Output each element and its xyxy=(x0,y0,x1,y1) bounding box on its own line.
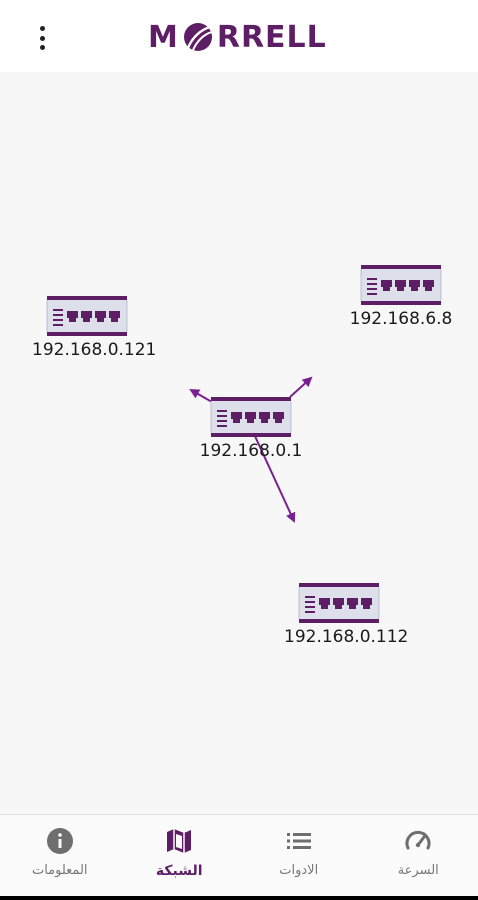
network-device[interactable]: 192.168.0.1 xyxy=(196,397,306,461)
logo-mark-icon xyxy=(183,23,213,51)
edge-to-192-168-0-121 xyxy=(189,389,213,403)
nav-tools[interactable]: الادوات xyxy=(239,815,359,897)
list-icon xyxy=(286,833,311,849)
network-edges xyxy=(189,376,313,523)
map-icon xyxy=(167,829,192,853)
edge-to-192-168-0-112 xyxy=(253,433,296,523)
switch-icon xyxy=(360,265,442,305)
switch-icon xyxy=(298,583,380,623)
network-device[interactable]: 192.168.6.8 xyxy=(346,265,456,329)
top-app-bar: M RRELL xyxy=(0,0,478,72)
speedometer-icon xyxy=(405,830,431,850)
network-map[interactable]: 192.168.0.121 192.168.6.8 192.168.0.1 19… xyxy=(0,72,478,814)
nav-info[interactable]: المعلومات xyxy=(0,815,120,897)
info-icon xyxy=(46,828,73,854)
switch-icon xyxy=(210,397,292,437)
switch-icon xyxy=(46,296,128,336)
bottom-navigation: المعلومات الشبكة الادوات السرعة xyxy=(0,814,478,897)
network-device[interactable]: 192.168.0.112 xyxy=(284,583,408,647)
nav-speed[interactable]: السرعة xyxy=(359,815,478,897)
edge-to-192-168-6-8 xyxy=(289,376,313,398)
nav-network[interactable]: الشبكة xyxy=(120,815,240,897)
more-vert-icon[interactable] xyxy=(32,24,52,52)
system-bar xyxy=(0,896,478,900)
network-device[interactable]: 192.168.0.121 xyxy=(32,296,156,360)
morrell-logo: M RRELL xyxy=(148,19,327,55)
